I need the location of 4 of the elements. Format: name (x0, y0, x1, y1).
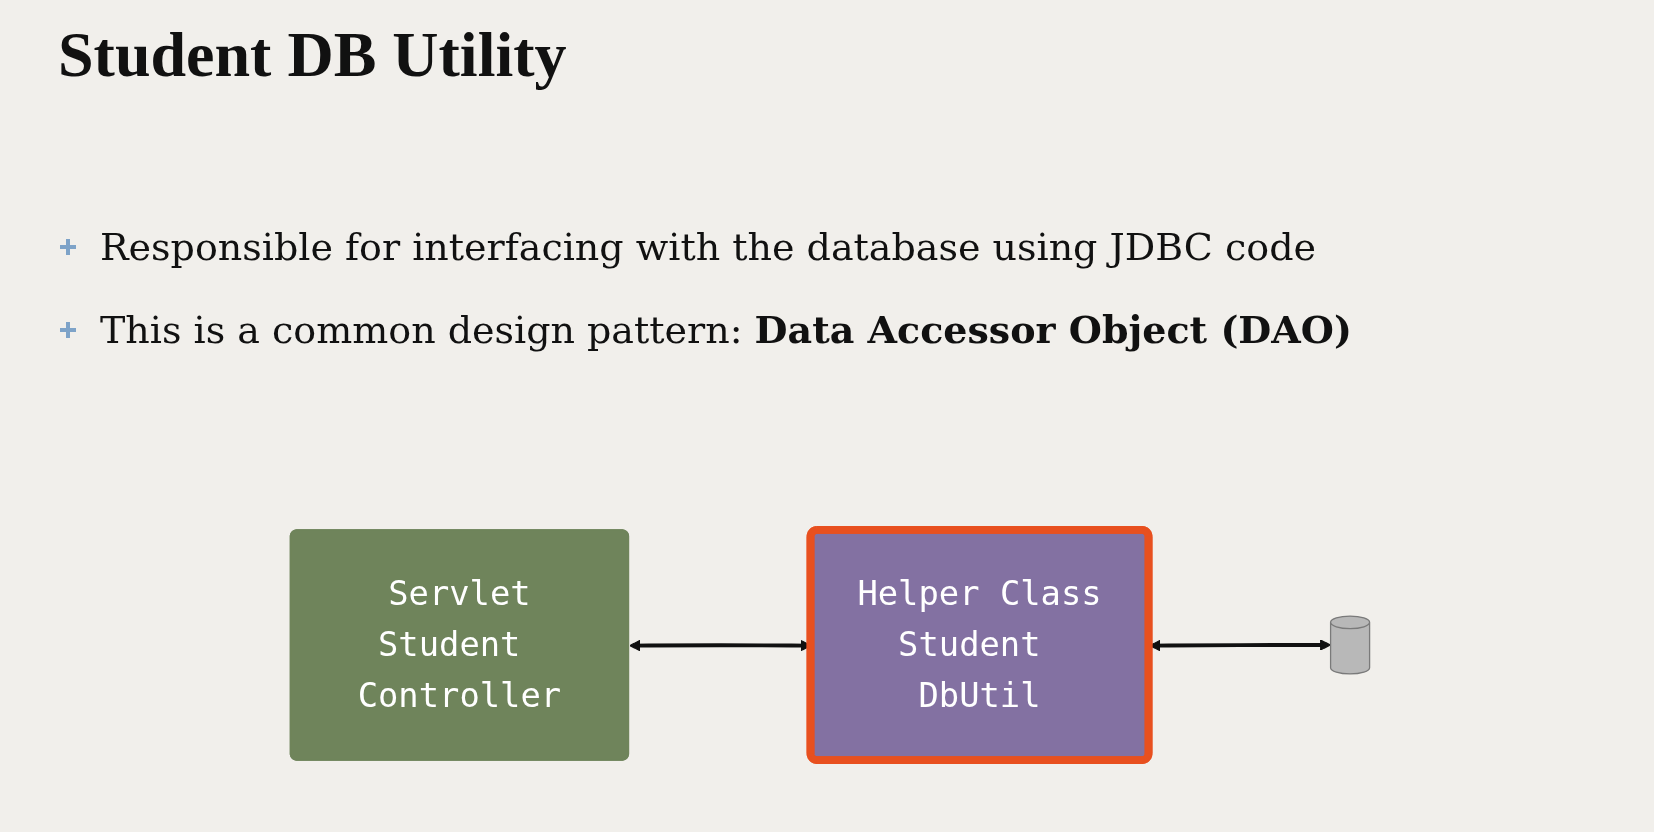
bullet-text: This is a common design pattern: Data Accessor Object (DAO) (100, 307, 1352, 352)
slide-title: Student DB Utility (58, 18, 567, 92)
node-cylinder (1329, 615, 1371, 675)
bullet-text: Responsible for interfacing with the database using JDBC code (100, 225, 1316, 269)
